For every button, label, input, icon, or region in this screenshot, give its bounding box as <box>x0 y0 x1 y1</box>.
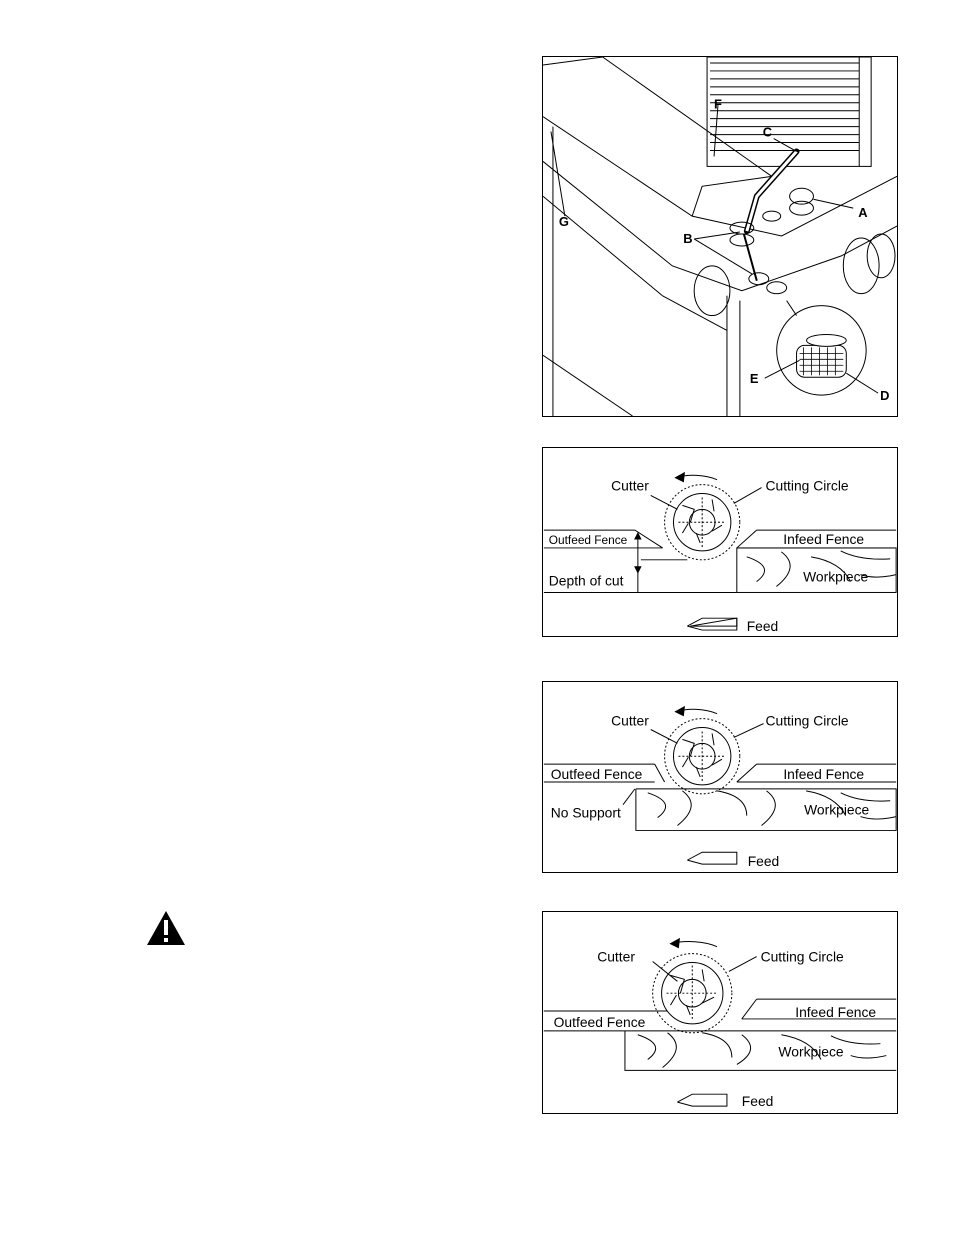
label-cutting-circle: Cutting Circle <box>761 949 844 965</box>
figure-fence-adjustment: F C A B G E D <box>542 56 898 417</box>
callout-c: C <box>763 125 772 140</box>
label-cutter: Cutter <box>611 478 649 494</box>
label-feed: Feed <box>747 618 779 634</box>
label-outfeed-fence: Outfeed Fence <box>549 533 628 547</box>
label-feed: Feed <box>742 1093 774 1109</box>
depth-of-cut-diagram: Cutter Cutting Circle Outfeed Fence Infe… <box>543 471 897 634</box>
callout-a: A <box>858 205 867 220</box>
callout-d: D <box>880 388 889 403</box>
callout-e: E <box>750 371 759 386</box>
fence-illustration: F C A B G E D <box>543 57 897 416</box>
warning-triangle-icon <box>147 911 185 945</box>
callout-b: B <box>683 231 692 246</box>
no-support-diagram: Cutter Cutting Circle Outfeed Fence Infe… <box>543 705 897 869</box>
callout-g: G <box>559 214 569 229</box>
label-outfeed-fence: Outfeed Fence <box>551 766 643 782</box>
label-depth-of-cut: Depth of cut <box>549 573 624 589</box>
figure-depth-of-cut: Cutter Cutting Circle Outfeed Fence Infe… <box>542 447 898 637</box>
figure-no-support: Cutter Cutting Circle Outfeed Fence Infe… <box>542 681 898 873</box>
label-cutting-circle: Cutting Circle <box>766 713 849 729</box>
label-workpiece: Workpiece <box>804 802 869 818</box>
label-feed: Feed <box>748 853 780 869</box>
label-infeed-fence: Infeed Fence <box>783 531 864 547</box>
label-outfeed-fence: Outfeed Fence <box>554 1014 646 1030</box>
figure-correct-setup: Cutter Cutting Circle Outfeed Fence Infe… <box>542 911 898 1114</box>
label-infeed-fence: Infeed Fence <box>795 1004 876 1020</box>
label-no-support: No Support <box>551 805 621 821</box>
label-cutter: Cutter <box>597 949 635 965</box>
callout-f: F <box>714 97 722 112</box>
label-workpiece: Workpiece <box>803 569 868 585</box>
label-cutting-circle: Cutting Circle <box>766 478 849 494</box>
label-workpiece: Workpiece <box>778 1044 844 1060</box>
correct-setup-diagram: Cutter Cutting Circle Outfeed Fence Infe… <box>543 937 897 1109</box>
label-cutter: Cutter <box>611 713 649 729</box>
label-infeed-fence: Infeed Fence <box>783 766 864 782</box>
